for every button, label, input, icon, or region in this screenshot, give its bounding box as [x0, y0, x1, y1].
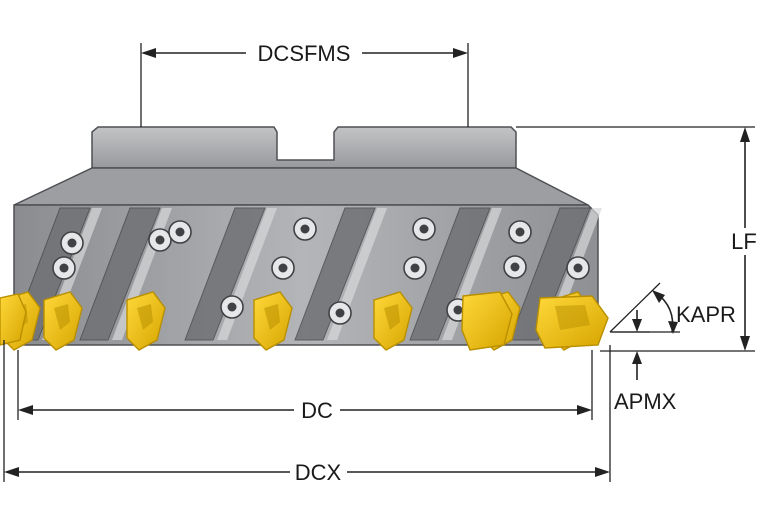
chip-flute — [79, 207, 161, 341]
dcx-label: DCX — [295, 460, 342, 485]
screw-socket — [515, 227, 525, 237]
cutter-chamfer — [13, 167, 589, 206]
screw-socket — [573, 263, 583, 273]
chip-flute — [294, 207, 376, 341]
lf-dimension: LF — [516, 126, 757, 352]
screw-socket — [335, 308, 345, 318]
cutting-inserts — [0, 291, 609, 351]
screw-socket — [419, 224, 429, 234]
insert-chipbreaker — [264, 304, 280, 330]
chip-flute — [409, 207, 491, 341]
screw-socket — [67, 238, 77, 248]
cutting-insert — [0, 293, 27, 346]
apmx-label: APMX — [614, 389, 677, 414]
screw-socket — [410, 263, 420, 273]
screw-socket — [278, 263, 288, 273]
dc-label: DC — [301, 398, 333, 423]
apmx-dimension: APMX — [612, 310, 677, 414]
dcsfms-label: DCSFMS — [258, 41, 351, 66]
dcx-dimension: DCX — [3, 340, 611, 485]
insert-chipbreaker — [384, 304, 400, 330]
chip-flute — [509, 207, 591, 341]
screw-socket — [227, 302, 237, 312]
kapr-label: KAPR — [676, 302, 736, 327]
kapr-dimension: KAPR — [609, 282, 736, 334]
screw-socket — [453, 305, 463, 315]
screw-socket — [510, 262, 520, 272]
dcsfms-dimension: DCSFMS — [140, 41, 469, 127]
chip-flute — [184, 207, 266, 341]
lf-label: LF — [731, 229, 757, 254]
insert-chipbreaker — [54, 304, 70, 330]
clamp-screws — [52, 217, 590, 325]
dc-dimension: DC — [17, 350, 593, 423]
insert-chipbreaker — [555, 305, 590, 330]
screw-socket — [300, 224, 310, 234]
cutting-insert — [461, 291, 513, 351]
screw-socket — [155, 235, 165, 245]
cutter-hub — [91, 126, 517, 169]
screw-socket — [175, 227, 185, 237]
insert-chipbreaker — [137, 304, 153, 330]
screw-socket — [59, 263, 69, 273]
